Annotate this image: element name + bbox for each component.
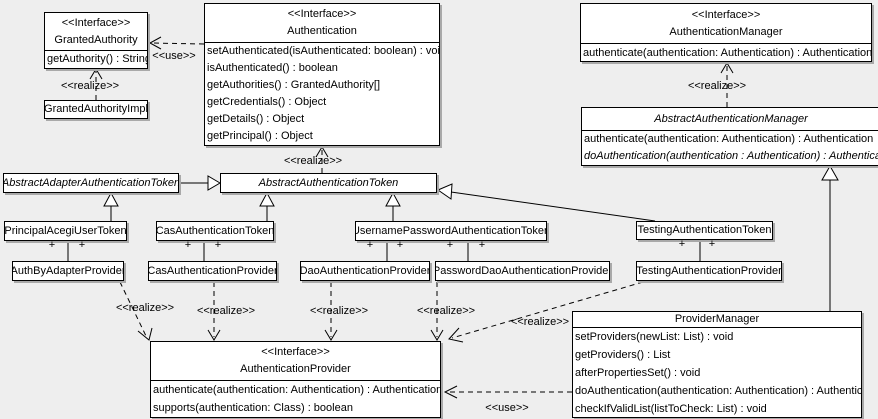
edge-gen-adapter-token <box>179 175 221 191</box>
edge-gen-providermanager <box>821 164 839 311</box>
edge-realize-daoauthenticationprovider <box>324 282 338 341</box>
class-name: AbstractAuthenticationManager <box>654 112 808 125</box>
class-name: GrantedAuthorityImpl <box>45 103 147 115</box>
assoc-plus-mark: + <box>678 238 686 250</box>
edge-gen-testing-token <box>436 183 656 222</box>
class-name: TestingAuthenticationProvider <box>637 264 781 277</box>
realize-edge-label: <<realize>> <box>60 80 120 92</box>
assoc-plus-mark: + <box>78 239 86 251</box>
realize-edge-label: <<realize>> <box>510 316 570 328</box>
method-signature: getCredentials() : Object <box>207 96 327 108</box>
class-box-abstract-authentication-manager[interactable]: AbstractAuthenticationManager authentica… <box>581 107 878 166</box>
edge-realize-grantedauthorityimpl <box>89 68 103 100</box>
realize-edge-label: <<realize>> <box>115 302 175 314</box>
method-signature: authenticate(authentication: Authenticat… <box>153 384 440 396</box>
method-signature: setProviders(newList: List) : void <box>575 331 734 343</box>
method-signature: authenticate(authentication: Authenticat… <box>584 133 874 145</box>
class-name: TestingAuthenticationToken <box>637 224 772 236</box>
edge-realize-testingauthenticationprovider <box>448 281 644 343</box>
class-box-granted-authority-impl[interactable]: GrantedAuthorityImpl <box>44 100 148 119</box>
method-signature: setAuthenticated(isAuthenticated: boolea… <box>207 45 439 57</box>
method-signature: authenticate(authentication: Authenticat… <box>583 47 871 59</box>
method-signature: getAuthority() : String <box>47 53 147 65</box>
class-name: PasswordDaoAuthenticationProvider <box>436 264 609 277</box>
edge-realize-authbyadapterprovider <box>119 281 153 341</box>
assoc-plus-mark: + <box>446 239 454 251</box>
assoc-plus-mark: + <box>396 239 404 251</box>
stereotype-label: <<Interface>> <box>61 16 131 29</box>
method-signature: doAuthentication(authentication : Authen… <box>584 150 878 162</box>
edge-realize-abstractauthenticationtoken <box>315 146 329 173</box>
assoc-plus-mark: + <box>366 239 374 251</box>
class-name: AuthByAdapterProvider <box>13 264 123 277</box>
use-edge-label: <<use>> <box>485 402 529 414</box>
method-signature: afterPropertiesSet() : void <box>575 367 701 379</box>
class-box-authentication-manager[interactable]: <<Interface>> AuthenticationManager auth… <box>580 3 872 62</box>
method-signature: checkIfValidList(listToCheck: List) : vo… <box>575 403 767 415</box>
edge-realize-casauthenticationprovider <box>207 282 221 341</box>
class-box-testing-authentication-token[interactable]: TestingAuthenticationToken <box>636 221 773 240</box>
class-box-authentication[interactable]: <<Interface>> Authentication setAuthenti… <box>204 3 440 146</box>
class-name: PrincipalAcegiUserToken <box>5 224 126 237</box>
class-box-cas-authentication-token[interactable]: CasAuthenticationToken <box>156 221 274 241</box>
realize-edge-label: <<realize>> <box>309 305 369 317</box>
assoc-plus-mark: + <box>214 239 222 251</box>
class-box-provider-manager[interactable]: ProviderManager setProviders(newList: Li… <box>572 311 862 418</box>
class-name: ProviderManager <box>674 313 760 325</box>
edge-gen-usernamepassword-token <box>385 191 401 221</box>
realize-edge-label: <<realize>> <box>196 305 256 317</box>
edge-gen-cas-token <box>259 191 275 221</box>
method-signature: doAuthentication(authentication: Authent… <box>575 385 861 397</box>
assoc-plus-mark: + <box>478 239 486 251</box>
method-signature: getDetails() : Object <box>207 113 305 125</box>
class-box-granted-authority[interactable]: <<Interface>> GrantedAuthority getAuthor… <box>44 12 148 69</box>
method-signature: supports(authentication: Class) : boolea… <box>153 402 353 414</box>
class-box-testing-authentication-provider[interactable]: TestingAuthenticationProvider <box>636 261 782 281</box>
assoc-plus-mark: + <box>708 238 716 250</box>
realize-edge-label: <<realize>> <box>416 305 476 317</box>
use-edge-label: <<use>> <box>152 50 196 62</box>
class-name: AbstractAdapterAuthenticationToken <box>4 176 178 189</box>
class-box-abstract-adapter-authentication-token[interactable]: AbstractAdapterAuthenticationToken <box>3 173 179 193</box>
class-box-authentication-provider[interactable]: <<Interface>> AuthenticationProvider aut… <box>150 341 441 418</box>
stereotype-label: <<Interface>> <box>691 8 761 21</box>
class-box-abstract-authentication-token[interactable]: AbstractAuthenticationToken <box>220 173 437 193</box>
class-name: DaoAuthenticationProvider <box>301 264 429 277</box>
class-name: AuthenticationProvider <box>240 363 351 375</box>
class-name: Authentication <box>287 25 357 37</box>
realize-edge-label: <<realize>> <box>687 80 747 92</box>
realize-edge-label: <<realize>> <box>283 155 343 167</box>
edge-gen-principal-token <box>103 191 119 221</box>
method-signature: getProviders() : List <box>575 349 671 361</box>
class-name: UsernamePasswordAuthenticationToken <box>356 224 546 237</box>
edge-realize-abstractauthenticationmanager <box>720 62 734 107</box>
class-name: CasAuthenticationToken <box>157 224 273 237</box>
class-name: GrantedAuthority <box>54 33 138 46</box>
class-box-password-dao-authentication-provider[interactable]: PasswordDaoAuthenticationProvider <box>435 261 610 281</box>
class-box-auth-by-adapter-provider[interactable]: AuthByAdapterProvider <box>12 261 124 281</box>
class-box-principal-acegi-user-token[interactable]: PrincipalAcegiUserToken <box>4 221 127 241</box>
class-name: CasAuthenticationProvider <box>149 264 276 277</box>
method-signature: getPrincipal() : Object <box>207 130 313 142</box>
edge-use-authentication-grantedauthority <box>148 36 205 50</box>
method-signature: isAuthenticated() : boolean <box>207 62 338 74</box>
class-box-username-password-authentication-token[interactable]: UsernamePasswordAuthenticationToken <box>355 221 547 241</box>
class-box-dao-authentication-provider[interactable]: DaoAuthenticationProvider <box>300 261 430 281</box>
assoc-plus-mark: + <box>48 239 56 251</box>
assoc-plus-mark: + <box>184 239 192 251</box>
stereotype-label: <<Interface>> <box>261 346 330 358</box>
class-box-cas-authentication-provider[interactable]: CasAuthenticationProvider <box>148 261 277 281</box>
method-signature: getAuthorities() : GrantedAuthority[] <box>207 79 381 91</box>
stereotype-label: <<Interface>> <box>287 8 357 20</box>
class-name: AbstractAuthenticationToken <box>258 176 399 189</box>
edge-realize-passworddaoauthenticationprovider <box>430 282 444 341</box>
class-name: AuthenticationManager <box>669 25 783 38</box>
edge-use-providermanager-authenticationprovider <box>443 385 572 399</box>
